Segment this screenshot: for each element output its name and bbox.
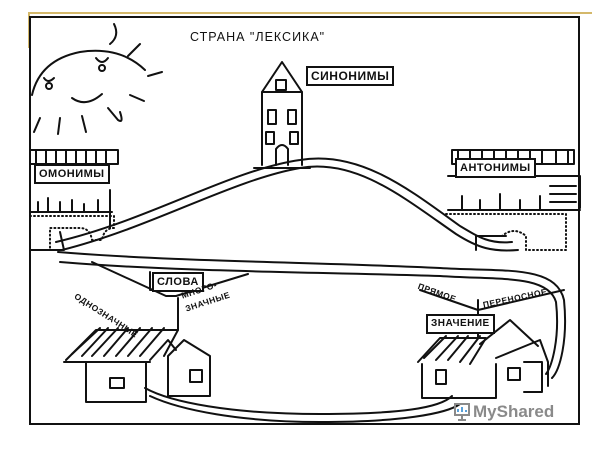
road-network [55, 157, 567, 423]
watermark-text: MyShared [473, 402, 555, 421]
label-words: СЛОВА [152, 272, 204, 292]
label-antonyms: АНТОНИМЫ [455, 158, 536, 178]
sun-sketch [31, 23, 163, 135]
label-homonyms: ОМОНИМЫ [34, 164, 110, 184]
map-title: СТРАНА "ЛЕКСИКА" [190, 30, 326, 44]
tower-synonyms [253, 61, 311, 169]
houses-left [63, 327, 211, 403]
building-homonyms [29, 149, 119, 251]
houses-right [417, 319, 549, 399]
myshared-logo-icon [454, 403, 470, 421]
myshared-watermark: MyShared [454, 402, 554, 422]
label-meaning: ЗНАЧЕНИЕ [426, 314, 495, 334]
slide-accent-line [28, 12, 592, 14]
label-synonyms: СИНОНИМЫ [306, 66, 395, 86]
